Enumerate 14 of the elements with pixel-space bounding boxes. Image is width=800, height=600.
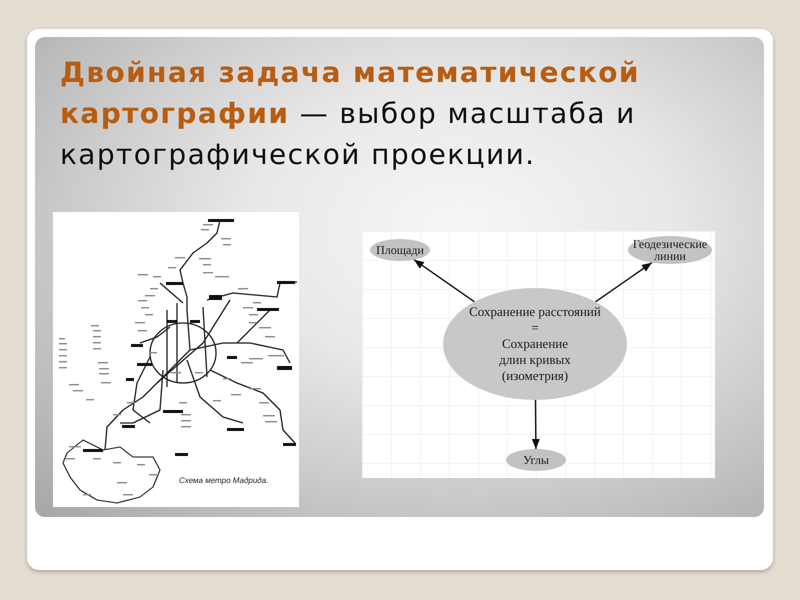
arrow xyxy=(595,262,652,302)
arrow xyxy=(414,259,475,302)
ellipse-node xyxy=(506,449,566,471)
node-text: Сохранение длин кривых (изометрия) xyxy=(498,336,572,384)
node-text: Площади xyxy=(376,243,424,257)
ellipse-node xyxy=(443,288,627,400)
arrow xyxy=(532,400,540,449)
slide-title: Двойная задача математической картографии — выбор масштаба и картографической проекции. xyxy=(60,55,641,173)
ellipse-node xyxy=(370,239,430,261)
node-text: Сохранение расстояний xyxy=(469,304,601,320)
map-caption: Схема метро Мадрида. xyxy=(179,476,268,486)
node-text: Геодезические линии xyxy=(632,238,708,262)
node-text: Углы xyxy=(523,453,549,467)
node-text: = xyxy=(531,320,539,336)
